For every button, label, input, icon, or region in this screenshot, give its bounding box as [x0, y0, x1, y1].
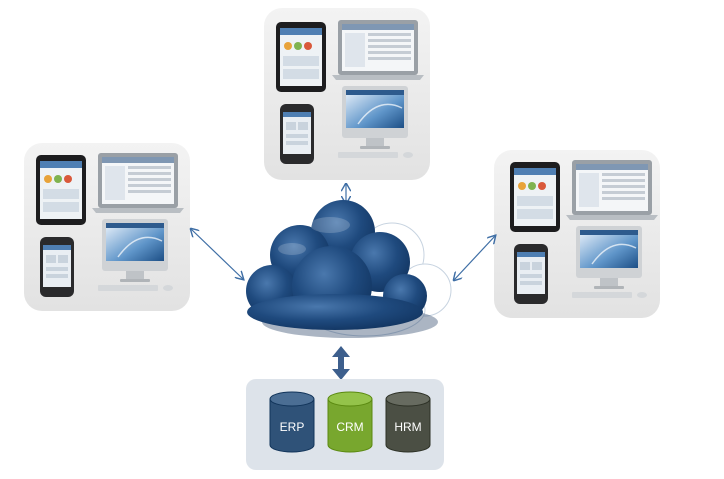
database-erp-icon: ERP [269, 391, 315, 453]
database-label: HRM [394, 420, 421, 434]
database-label: ERP [280, 420, 305, 434]
data-sync-arrow-icon [332, 346, 350, 380]
cloud-icon [246, 200, 452, 338]
connector-left [191, 229, 243, 279]
device-panel-top [264, 8, 430, 180]
database-cylinders: ERP CRM HRM [269, 391, 431, 453]
device-panel-left [24, 143, 190, 311]
connector-right [454, 236, 495, 280]
database-label: CRM [336, 420, 363, 434]
database-crm-icon: CRM [327, 391, 373, 453]
device-panel-right [494, 150, 660, 318]
database-hrm-icon: HRM [385, 391, 431, 453]
database-panel: ERP CRM HRM [246, 379, 444, 470]
